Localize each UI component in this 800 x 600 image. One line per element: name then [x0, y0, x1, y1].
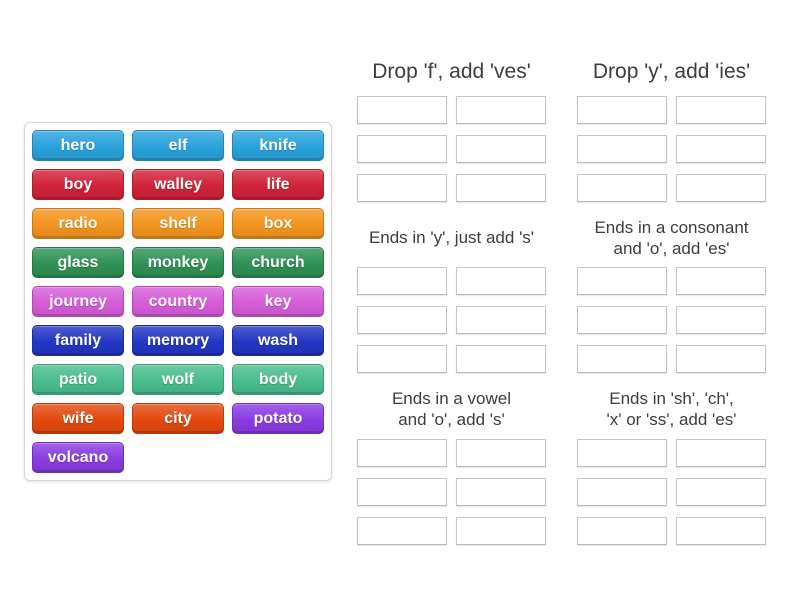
drop-slot-grid: [577, 438, 766, 545]
word-tile[interactable]: boy: [32, 169, 124, 200]
category-group: Ends in 'y', just add 's': [357, 218, 546, 374]
category-group-title: Ends in 'y', just add 's': [368, 228, 535, 248]
drop-slot-grid: [577, 96, 766, 202]
drop-slot[interactable]: [676, 174, 766, 202]
drop-slot[interactable]: [577, 135, 667, 163]
word-tile[interactable]: wife: [32, 403, 124, 434]
drop-slot[interactable]: [456, 267, 546, 296]
drop-slot[interactable]: [357, 267, 447, 296]
word-tile[interactable]: elf: [132, 130, 224, 161]
category-group-title: Ends in a vowel and 'o', add 's': [391, 389, 512, 430]
drop-slot[interactable]: [456, 516, 546, 545]
category-group-title: Drop 'f', add 'ves': [372, 60, 531, 84]
drop-slot[interactable]: [456, 96, 546, 124]
word-tile[interactable]: walley: [132, 169, 224, 200]
drop-slot[interactable]: [676, 306, 766, 335]
drop-slot[interactable]: [456, 135, 546, 163]
drop-slot-grid: [357, 438, 546, 545]
drop-slot[interactable]: [676, 267, 766, 296]
word-tile[interactable]: church: [232, 247, 324, 278]
word-tile[interactable]: knife: [232, 130, 324, 161]
word-tile[interactable]: box: [232, 208, 324, 239]
drop-slot[interactable]: [676, 516, 766, 545]
word-tile[interactable]: radio: [32, 208, 124, 239]
drop-slot[interactable]: [676, 96, 766, 124]
drop-slot[interactable]: [357, 477, 447, 506]
word-tile[interactable]: memory: [132, 325, 224, 356]
category-group: Drop 'y', add 'ies': [577, 56, 766, 202]
drop-slot[interactable]: [676, 345, 766, 374]
category-group-title: Ends in 'sh', 'ch', 'x' or 'ss', add 'es…: [606, 389, 737, 430]
word-tile[interactable]: wash: [232, 325, 324, 356]
word-tile[interactable]: hero: [32, 130, 124, 161]
drop-slot[interactable]: [577, 174, 667, 202]
drop-slot[interactable]: [456, 174, 546, 202]
drop-slot-grid: [357, 267, 546, 374]
word-tile[interactable]: monkey: [132, 247, 224, 278]
word-tile[interactable]: city: [132, 403, 224, 434]
drop-slot[interactable]: [357, 345, 447, 374]
category-group: Ends in 'sh', 'ch', 'x' or 'ss', add 'es…: [577, 389, 766, 545]
drop-slot-grid: [357, 96, 546, 202]
drop-slot[interactable]: [577, 345, 667, 374]
drop-slot[interactable]: [577, 516, 667, 545]
category-area: Drop 'f', add 'ves' Drop 'y', add 'ies' En…: [357, 56, 766, 545]
drop-slot[interactable]: [357, 174, 447, 202]
word-tile[interactable]: life: [232, 169, 324, 200]
word-tile[interactable]: body: [232, 364, 324, 395]
category-group-title: Drop 'y', add 'ies': [592, 60, 751, 84]
drop-slot[interactable]: [577, 477, 667, 506]
drop-slot[interactable]: [456, 345, 546, 374]
drop-slot[interactable]: [676, 135, 766, 163]
drop-slot[interactable]: [577, 96, 667, 124]
category-group-title: Ends in a consonant and 'o', add 'es': [594, 218, 749, 258]
drop-slot[interactable]: [676, 477, 766, 506]
drop-slot[interactable]: [456, 306, 546, 335]
category-group: Ends in a consonant and 'o', add 'es': [577, 218, 766, 374]
drop-slot[interactable]: [357, 516, 447, 545]
drop-slot[interactable]: [357, 438, 447, 467]
word-tile[interactable]: country: [132, 286, 224, 317]
drop-slot[interactable]: [357, 96, 447, 124]
word-tile[interactable]: key: [232, 286, 324, 317]
word-tile[interactable]: glass: [32, 247, 124, 278]
word-tile[interactable]: volcano: [32, 442, 124, 473]
drop-slot[interactable]: [357, 306, 447, 335]
category-group: Ends in a vowel and 'o', add 's': [357, 389, 546, 545]
category-group: Drop 'f', add 'ves': [357, 56, 546, 202]
drop-slot[interactable]: [577, 438, 667, 467]
drop-slot-grid: [577, 267, 766, 374]
drop-slot[interactable]: [577, 267, 667, 296]
drop-slot[interactable]: [676, 438, 766, 467]
drop-slot[interactable]: [577, 306, 667, 335]
word-tile[interactable]: shelf: [132, 208, 224, 239]
word-tile[interactable]: family: [32, 325, 124, 356]
word-tile[interactable]: journey: [32, 286, 124, 317]
word-tile[interactable]: potato: [232, 403, 324, 434]
drop-slot[interactable]: [357, 135, 447, 163]
word-tile[interactable]: patio: [32, 364, 124, 395]
word-tile[interactable]: wolf: [132, 364, 224, 395]
drop-slot[interactable]: [456, 438, 546, 467]
drop-slot[interactable]: [456, 477, 546, 506]
